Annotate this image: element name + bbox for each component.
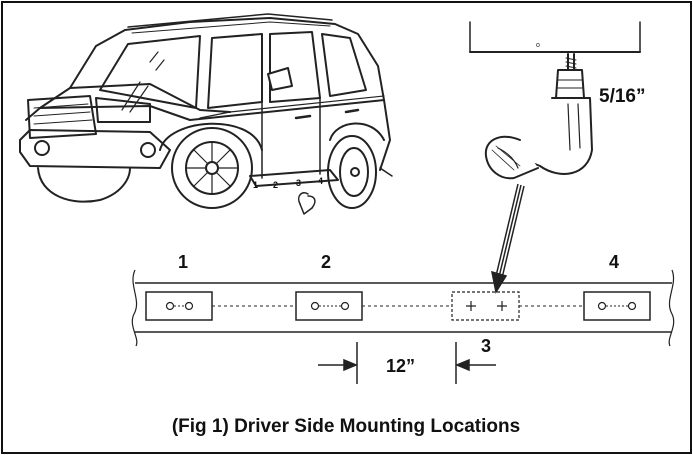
svg-text:o: o	[536, 42, 540, 49]
mounting-strip	[131, 269, 675, 347]
location-label-4: 4	[609, 252, 619, 272]
mounting-location-3: 3	[451, 291, 520, 356]
location-label-2: 2	[321, 252, 331, 272]
vehicle-markers: 1 2 3 4	[253, 176, 323, 190]
drill-size-label: 5/16”	[599, 86, 645, 107]
location-label-1: 1	[178, 252, 188, 272]
drill-illustration: o	[469, 21, 641, 180]
spacing-label: 12”	[386, 356, 415, 376]
vehicle-marker-2: 2	[273, 180, 278, 190]
mounting-location-1: 1	[145, 252, 213, 321]
location-label-3: 3	[481, 336, 491, 356]
suv-illustration	[19, 13, 393, 215]
spacing-dimension	[318, 342, 496, 384]
figure-caption: (Fig 1) Driver Side Mounting Locations	[172, 416, 520, 437]
drill-pointer-arrow	[491, 183, 525, 294]
vehicle-marker-4: 4	[318, 176, 323, 186]
mounting-location-2: 2	[295, 252, 363, 321]
vehicle-marker-3: 3	[296, 178, 301, 188]
mounting-location-4: 4	[583, 252, 651, 321]
vehicle-marker-1: 1	[253, 180, 258, 190]
